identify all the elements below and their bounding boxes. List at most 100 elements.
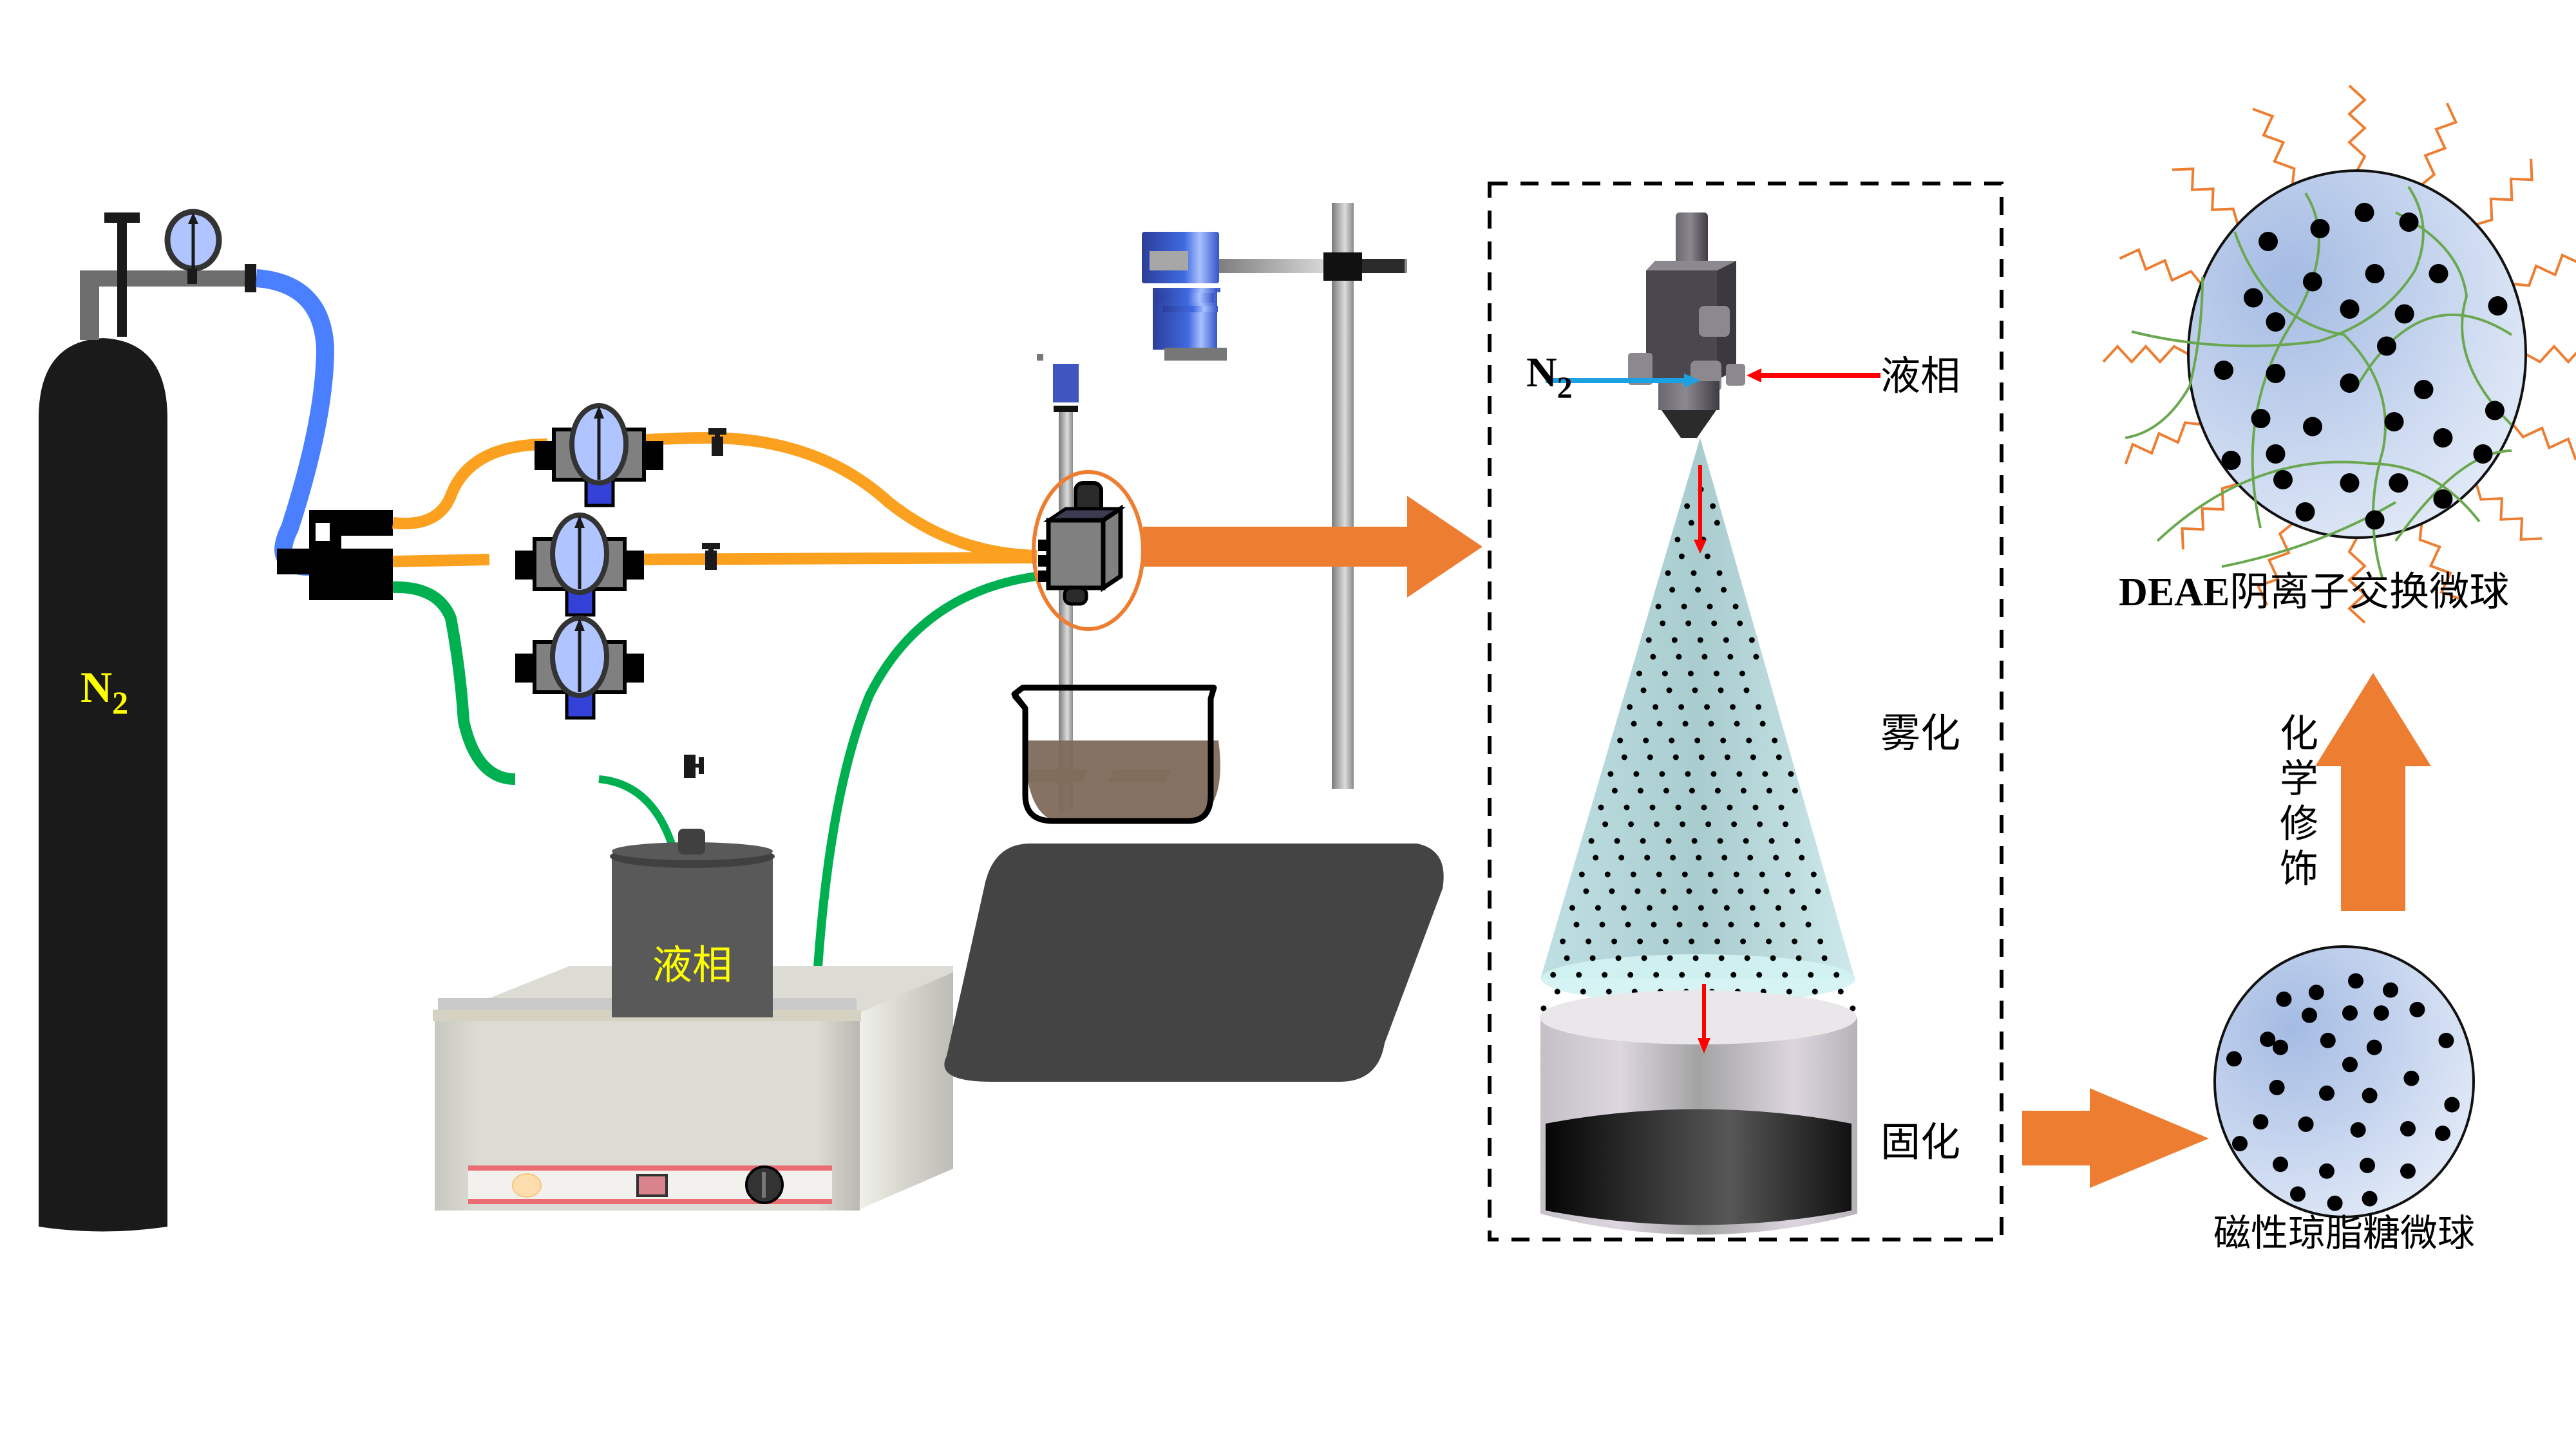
droplet (1621, 754, 1627, 760)
indicator-light-icon (512, 1173, 542, 1198)
droplet (1595, 905, 1601, 911)
droplet (1675, 804, 1681, 811)
magnetic-particle (2348, 973, 2363, 989)
droplet (1654, 821, 1660, 827)
droplet (1697, 637, 1703, 643)
deae-microsphere (2102, 84, 2576, 624)
droplet (1789, 888, 1795, 894)
droplet (1778, 804, 1785, 811)
droplet (1718, 955, 1725, 961)
magnetic-particle (2389, 473, 2409, 493)
droplet (1634, 888, 1641, 894)
droplet (1655, 603, 1662, 610)
flowmeter-icon[interactable] (515, 616, 644, 720)
droplet (1682, 721, 1689, 727)
droplet (1649, 804, 1656, 811)
collection-dish (1540, 990, 1857, 1235)
droplet (1708, 721, 1714, 727)
arrow-to-atomizer-icon (1143, 496, 1482, 598)
droplet (1650, 654, 1656, 660)
droplet (1653, 704, 1659, 710)
valve-middle-icon[interactable] (702, 543, 720, 570)
power-switch-button[interactable] (636, 1174, 668, 1197)
droplet (1609, 888, 1615, 894)
gas-line-upper-to-nozzle (618, 431, 1037, 561)
droplet (1678, 704, 1685, 710)
droplet (1815, 888, 1821, 894)
magnetic-particle (2433, 489, 2453, 509)
droplet (1631, 721, 1637, 727)
chemical-modification-char: 化 (2280, 712, 2318, 757)
droplet (1684, 503, 1690, 509)
droplet (1640, 838, 1646, 844)
droplet (1714, 938, 1721, 945)
droplet (1734, 721, 1740, 727)
droplet (1710, 503, 1716, 509)
heater-stripe-bottom (468, 1199, 832, 1204)
droplet (1759, 871, 1765, 878)
gas-line-middle (392, 554, 490, 567)
deae-ligand (2512, 253, 2576, 287)
droplet (1773, 854, 1779, 861)
deae-ligand (2512, 423, 2576, 460)
droplet (1586, 938, 1592, 945)
droplet (1723, 905, 1730, 911)
polymer-chain (2395, 211, 2513, 426)
magnetic-particle (2290, 1186, 2306, 1202)
chemical-modification-char: 饰 (2280, 847, 2318, 892)
droplet (1739, 670, 1745, 677)
deae-ligand (2476, 158, 2533, 226)
magnetic-particle (2273, 1039, 2288, 1055)
droplet (1627, 972, 1634, 978)
droplet (1705, 821, 1712, 827)
droplet (1766, 787, 1772, 794)
droplet (1747, 854, 1754, 861)
deae-ligand (2119, 248, 2202, 285)
regulator-pipe (80, 270, 247, 287)
arrow-to-product-icon (2022, 1088, 2209, 1188)
droplet (1792, 787, 1798, 794)
droplet (1705, 972, 1711, 978)
deae-ligand (2347, 537, 2367, 624)
droplet (1540, 1005, 1547, 1012)
polymer-chain (2131, 185, 2425, 348)
flowmeter-icon[interactable] (535, 403, 663, 507)
droplet (1743, 838, 1749, 844)
magnetic-particle (2221, 451, 2241, 470)
droplet (1704, 704, 1710, 710)
valve-handle-icon[interactable] (104, 212, 140, 223)
valve-liquid-icon[interactable] (684, 755, 704, 778)
droplet (1717, 838, 1723, 844)
droplet (1805, 921, 1812, 928)
droplet (1588, 838, 1595, 844)
droplet (1669, 737, 1675, 744)
droplet (1667, 955, 1673, 961)
deae-ligand (2124, 421, 2202, 465)
droplet (1653, 972, 1660, 978)
atomization-label: 雾化 (1880, 710, 1960, 757)
droplet (1687, 670, 1694, 677)
magnetic-particle (2354, 203, 2374, 222)
polymer-chain (2394, 449, 2512, 542)
flowmeter-icon[interactable] (515, 513, 644, 617)
droplet (1794, 838, 1801, 844)
valve-upper-icon[interactable] (708, 428, 726, 456)
droplet (1686, 888, 1692, 894)
droplet (1737, 620, 1743, 627)
droplet (1628, 821, 1634, 827)
magnetic-particle (2360, 1157, 2375, 1173)
magnetic-particle (2232, 1136, 2248, 1152)
droplet (1665, 570, 1671, 576)
modification-arrow-icon (2315, 673, 2431, 911)
droplet (1695, 587, 1701, 593)
droplet (1599, 921, 1605, 928)
magnetic-particle (2400, 1163, 2416, 1179)
magnetic-particle (2438, 1032, 2454, 1048)
droplet (1740, 938, 1747, 945)
stirrer-stand (944, 203, 1444, 1082)
droplet (1733, 871, 1739, 878)
droplet (1678, 553, 1685, 560)
magnetic-particle (2365, 264, 2385, 283)
droplet (1679, 972, 1685, 978)
gas-manifold (277, 510, 393, 600)
